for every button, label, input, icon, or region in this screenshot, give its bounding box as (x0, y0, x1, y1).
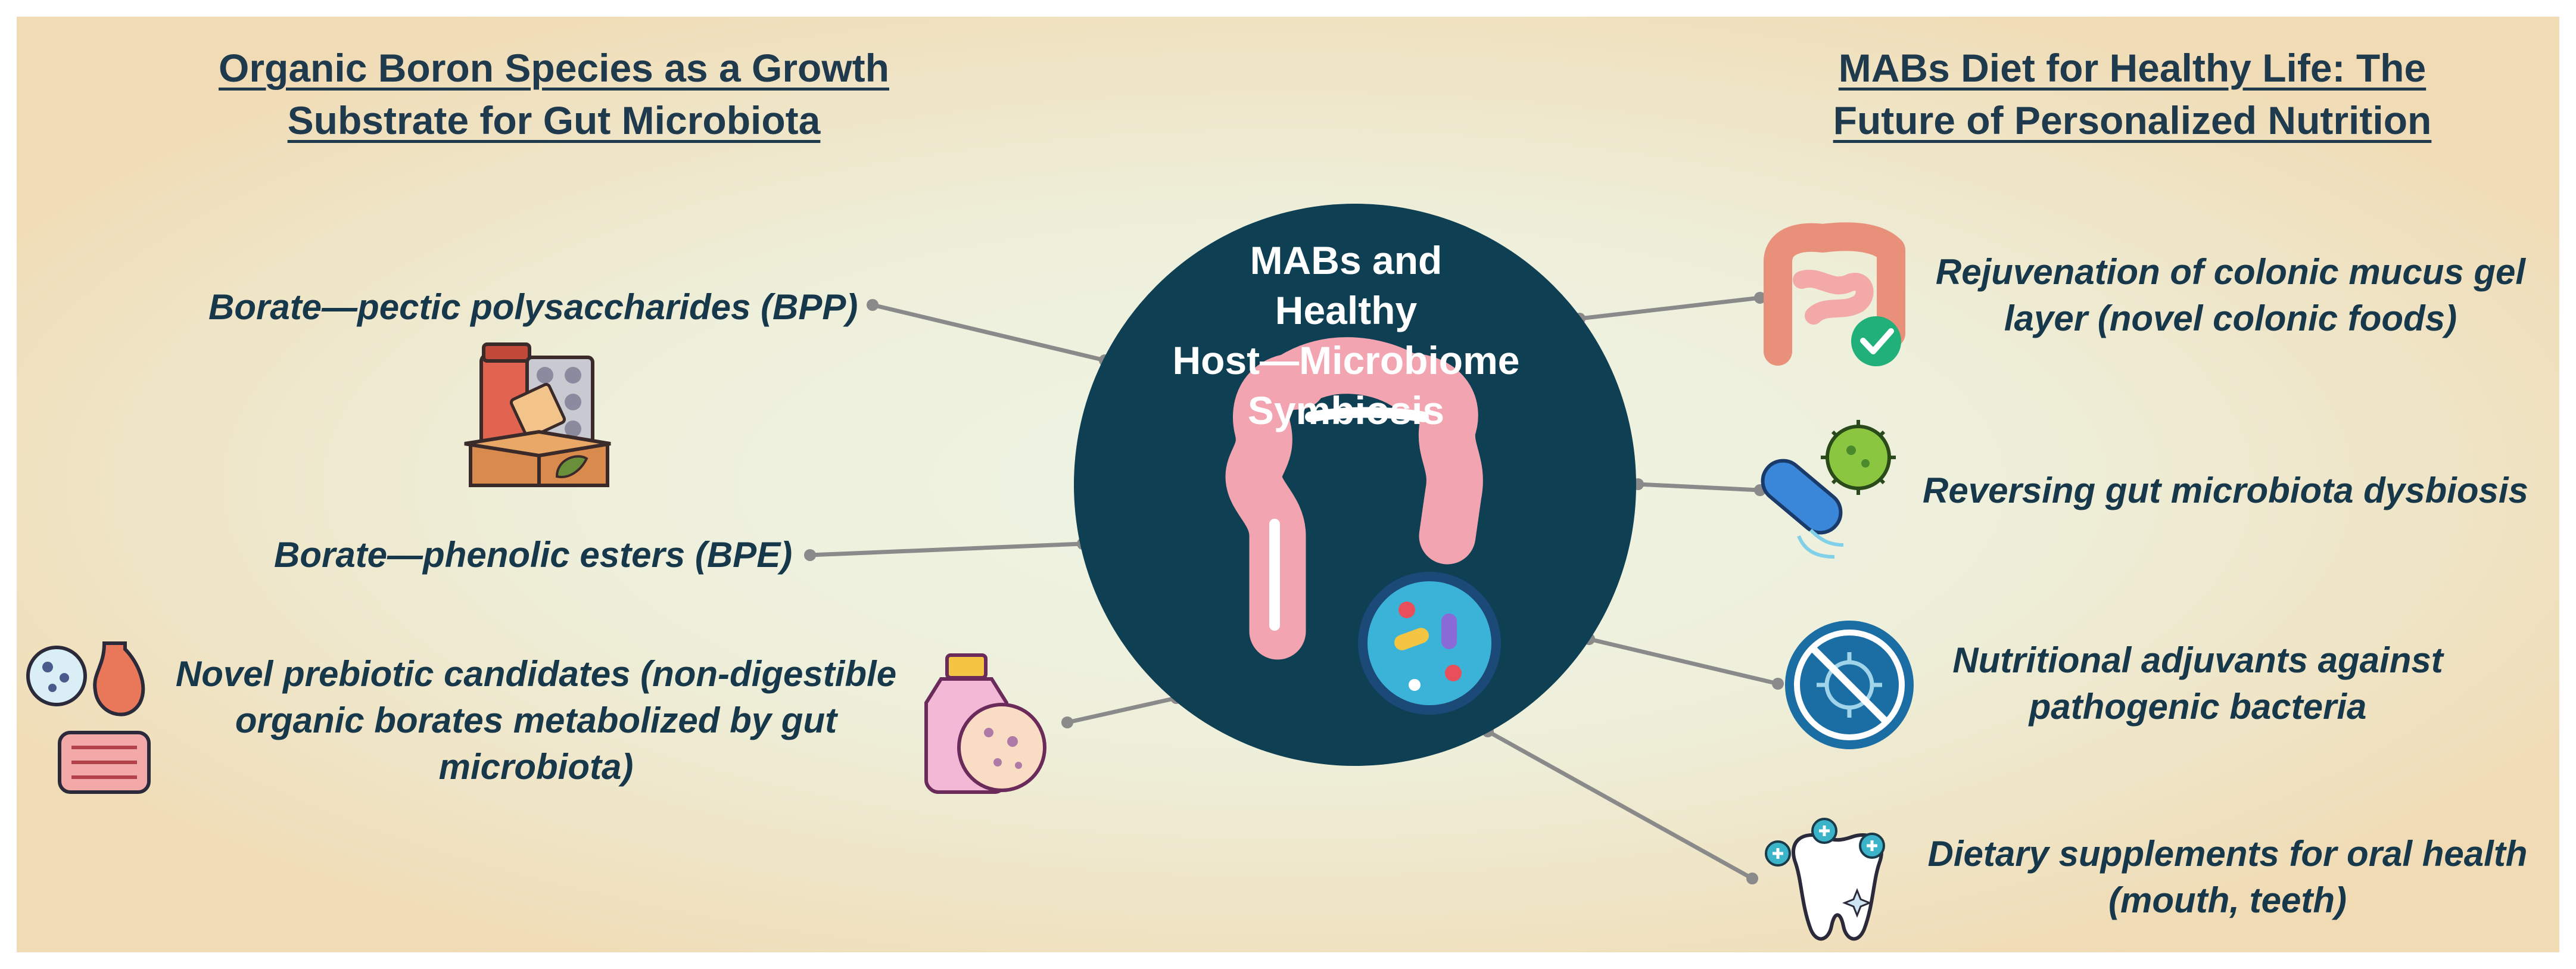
label-line: Reversing gut microbiota dysbiosis (1923, 471, 2528, 510)
label-line: pathogenic bacteria (2029, 687, 2367, 727)
colon-microbiome-icon (1225, 337, 1507, 721)
label-prebiotic: Novel prebiotic candidates (non-digestib… (161, 651, 911, 790)
connector-adjuvants (1588, 637, 1778, 686)
connector-lines (809, 295, 1778, 881)
bacteria-virus-icon (1761, 420, 1896, 559)
center-title-line: Host—Microbiome (1172, 338, 1520, 382)
connector-dysbiosis (1637, 482, 1761, 493)
left-heading: Organic Boron Species as a Growth Substr… (167, 42, 941, 147)
center-title-line: MABs and (1250, 238, 1443, 282)
left-heading-line: Substrate for Gut Microbiota (287, 98, 821, 142)
right-heading-line: Future of Personalized Nutrition (1833, 98, 2432, 142)
label-line: Nutritional adjuvants against (1952, 640, 2443, 680)
connector-mucus (1579, 295, 1761, 321)
left-heading-line: Organic Boron Species as a Growth (219, 46, 889, 90)
connector-prebiotic (1067, 696, 1177, 725)
healthy-tooth-icon (1765, 818, 1885, 941)
center-title-line: Symbiosis (1247, 388, 1445, 432)
stomach-intestine-icon (26, 641, 151, 794)
label-line: Borate—phenolic esters (BPE) (274, 535, 793, 575)
label-line: Rejuvenation of colonic mucus gel (1935, 252, 2526, 292)
label-line: microbiota) (438, 747, 634, 787)
label-bpp: Borate—pectic polysaccharides (BPP) (208, 284, 858, 331)
right-heading: MABs Diet for Healthy Life: The Future o… (1745, 42, 2519, 147)
right-heading-line: MABs Diet for Healthy Life: The (1838, 46, 2427, 90)
label-line: layer (novel colonic foods) (2004, 298, 2457, 338)
label-line: Novel prebiotic candidates (non-digestib… (175, 654, 897, 694)
center-title-line: Healthy (1275, 288, 1418, 332)
connector-oral (1487, 729, 1753, 881)
label-line: (mouth, teeth) (2108, 880, 2347, 920)
label-line: Borate—pectic polysaccharides (BPP) (208, 287, 858, 327)
supplements-box-icon (464, 342, 611, 487)
label-bpe: Borate—phenolic esters (BPE) (274, 532, 792, 578)
label-oral: Dietary supplements for oral health (mou… (1906, 831, 2549, 924)
label-mucus: Rejuvenation of colonic mucus gel layer … (1918, 249, 2543, 342)
label-line: organic borates metabolized by gut (235, 700, 837, 740)
healthy-colon-icon (1764, 222, 1905, 366)
label-adjuvants: Nutritional adjuvants against pathogenic… (1930, 637, 2466, 730)
no-pathogen-icon (1785, 621, 1914, 749)
connector-bpe (809, 541, 1083, 557)
center-title: MABs and Healthy Host—Microbiome Symbios… (1120, 235, 1572, 435)
label-line: Dietary supplements for oral health (1927, 834, 2528, 874)
probiotic-bottle-icon (924, 653, 1046, 794)
connector-bpp (872, 303, 1105, 363)
label-dysbiosis: Reversing gut microbiota dysbiosis (1923, 468, 2528, 514)
